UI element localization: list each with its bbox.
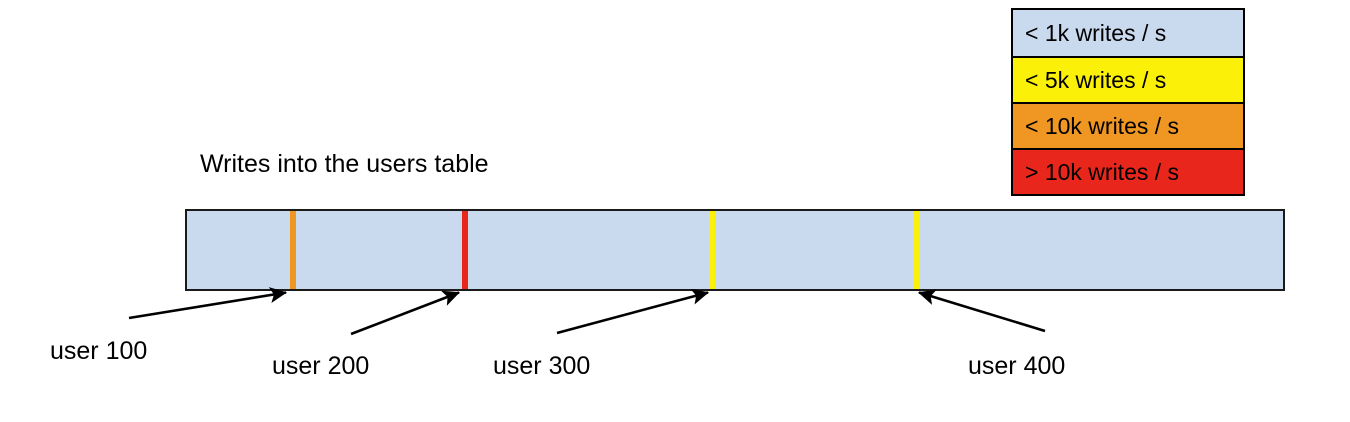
user-400-stripe (913, 211, 919, 289)
legend-item-label: < 10k writes / s (1025, 112, 1180, 139)
legend: < 1k writes / s < 5k writes / s < 10k wr… (1011, 8, 1245, 196)
diagram-title: Writes into the users table (200, 150, 489, 178)
legend-item-over-10k: > 10k writes / s (1013, 148, 1243, 194)
legend-item-label: < 1k writes / s (1025, 19, 1167, 46)
legend-item-under-10k: < 10k writes / s (1013, 102, 1243, 148)
arrow-to-user-200 (350, 290, 460, 336)
arrow-to-user-400 (918, 289, 1046, 333)
user-200-stripe (462, 211, 468, 289)
user-100-stripe (290, 211, 296, 289)
legend-item-under-5k: < 5k writes / s (1013, 56, 1243, 102)
callout-label: user 400 (968, 352, 1066, 380)
callout-label: user 200 (272, 352, 370, 380)
users-table-band (185, 209, 1285, 291)
callout-user-200: user 200 (272, 354, 369, 379)
callout-user-300: user 300 (493, 354, 590, 379)
legend-item-label: < 5k writes / s (1025, 66, 1167, 93)
arrow-to-user-100 (128, 287, 288, 320)
callout-user-400: user 400 (968, 354, 1065, 379)
arrow-to-user-300 (556, 288, 710, 335)
user-300-stripe (709, 211, 715, 289)
legend-item-label: > 10k writes / s (1025, 158, 1180, 185)
legend-item-under-1k: < 1k writes / s (1013, 10, 1243, 56)
callout-label: user 100 (50, 337, 148, 365)
callout-label: user 300 (493, 352, 591, 380)
callout-user-100: user 100 (50, 339, 147, 364)
